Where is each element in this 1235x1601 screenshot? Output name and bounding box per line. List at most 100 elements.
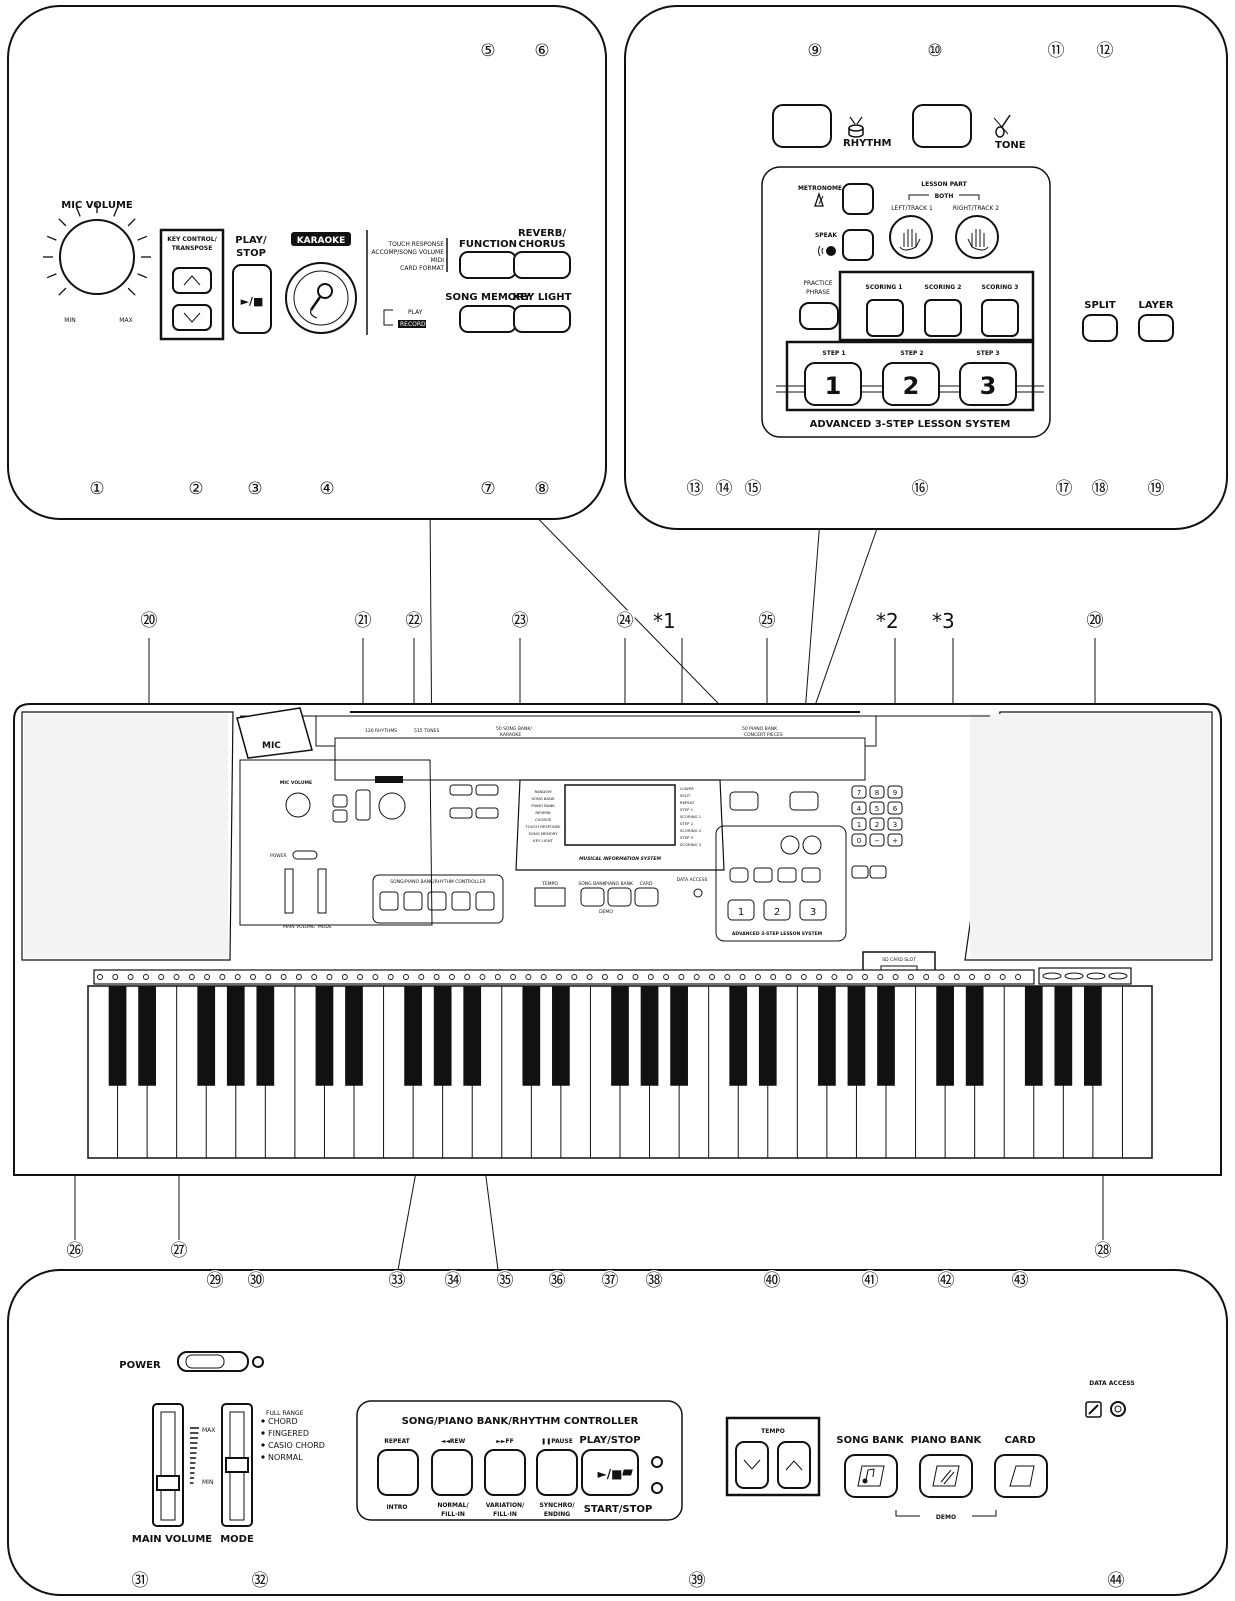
variation-fill-in-button[interactable] bbox=[484, 1449, 526, 1496]
step1-button[interactable] bbox=[804, 362, 862, 406]
power-switch-small[interactable] bbox=[292, 850, 318, 860]
function-button[interactable] bbox=[459, 251, 517, 279]
practice-phrase-button[interactable] bbox=[799, 302, 839, 330]
piano-bank-small[interactable] bbox=[607, 887, 632, 907]
keypad-key[interactable] bbox=[869, 817, 885, 831]
metronome-button[interactable] bbox=[842, 183, 874, 215]
right-hand-button[interactable] bbox=[955, 215, 999, 259]
key-light-button[interactable] bbox=[513, 305, 571, 333]
tone-small[interactable] bbox=[789, 791, 819, 811]
practice-small[interactable] bbox=[729, 867, 749, 883]
black-key[interactable] bbox=[226, 986, 245, 1086]
main-volume-slider-small[interactable] bbox=[284, 868, 294, 914]
karaoke-small[interactable] bbox=[378, 792, 406, 820]
song-bank-button[interactable] bbox=[844, 1454, 898, 1498]
scoring2-button[interactable] bbox=[924, 299, 962, 337]
mic-volume-knob-small[interactable] bbox=[285, 792, 311, 818]
black-key[interactable] bbox=[256, 986, 275, 1086]
card-small[interactable] bbox=[634, 887, 659, 907]
split-small[interactable] bbox=[851, 865, 869, 879]
step3-button[interactable] bbox=[959, 362, 1017, 406]
tone-button[interactable] bbox=[912, 104, 972, 148]
controller-button-small[interactable] bbox=[403, 891, 423, 911]
black-key[interactable] bbox=[611, 986, 629, 1086]
black-key[interactable] bbox=[197, 986, 216, 1086]
main-volume-knob[interactable] bbox=[156, 1475, 180, 1491]
black-key[interactable] bbox=[729, 986, 748, 1086]
controller-button-small[interactable] bbox=[451, 891, 471, 911]
keypad-key[interactable] bbox=[869, 801, 885, 815]
controller-button-small[interactable] bbox=[379, 891, 399, 911]
black-key[interactable] bbox=[758, 986, 777, 1086]
black-key[interactable] bbox=[522, 986, 541, 1086]
scoring3-button[interactable] bbox=[981, 299, 1019, 337]
black-key[interactable] bbox=[670, 986, 688, 1086]
black-key[interactable] bbox=[138, 986, 156, 1086]
layer-small[interactable] bbox=[869, 865, 887, 879]
start-stop-button[interactable] bbox=[581, 1449, 639, 1496]
step2-small[interactable] bbox=[763, 899, 791, 921]
keypad-key[interactable] bbox=[887, 801, 903, 815]
intro-repeat-button[interactable] bbox=[377, 1449, 419, 1496]
black-key[interactable] bbox=[552, 986, 570, 1086]
mode-switch-small[interactable] bbox=[317, 868, 327, 914]
play-stop-small[interactable] bbox=[355, 789, 371, 821]
layer-button[interactable] bbox=[1138, 314, 1174, 342]
black-key[interactable] bbox=[1084, 986, 1102, 1086]
rhythm-small[interactable] bbox=[729, 791, 759, 811]
normal-fill-in-button[interactable] bbox=[431, 1449, 473, 1496]
step2-button[interactable] bbox=[882, 362, 940, 406]
speak-button[interactable] bbox=[842, 229, 874, 261]
keypad-key[interactable] bbox=[869, 833, 885, 847]
synchro-ending-button[interactable] bbox=[536, 1449, 578, 1496]
keypad-key[interactable] bbox=[851, 801, 867, 815]
karaoke-button[interactable] bbox=[285, 262, 357, 334]
keypad-key[interactable] bbox=[851, 833, 867, 847]
black-key[interactable] bbox=[965, 986, 984, 1086]
black-key[interactable] bbox=[463, 986, 482, 1086]
keypad-key[interactable] bbox=[887, 833, 903, 847]
function-small[interactable] bbox=[449, 784, 473, 796]
black-key[interactable] bbox=[1054, 986, 1073, 1086]
mic-volume-knob[interactable] bbox=[59, 219, 135, 295]
mode-knob[interactable] bbox=[225, 1457, 249, 1473]
keypad-key[interactable] bbox=[887, 785, 903, 799]
transpose-down-small[interactable] bbox=[332, 809, 348, 823]
reverb-chorus-button[interactable] bbox=[513, 251, 571, 279]
right-hand-small[interactable] bbox=[802, 835, 822, 855]
song-bank-small[interactable] bbox=[580, 887, 605, 907]
keypad-key[interactable] bbox=[851, 817, 867, 831]
scoring1-button[interactable] bbox=[866, 299, 904, 337]
black-key[interactable] bbox=[345, 986, 363, 1086]
black-key[interactable] bbox=[818, 986, 836, 1086]
black-key[interactable] bbox=[847, 986, 866, 1086]
transpose-up-button[interactable] bbox=[172, 267, 212, 294]
left-hand-button[interactable] bbox=[889, 215, 933, 259]
play-stop-button[interactable] bbox=[232, 264, 272, 334]
reverb-small[interactable] bbox=[475, 784, 499, 796]
keypad-key[interactable] bbox=[887, 817, 903, 831]
transpose-up-small[interactable] bbox=[332, 794, 348, 808]
black-key[interactable] bbox=[877, 986, 895, 1086]
black-key[interactable] bbox=[108, 986, 127, 1086]
controller-button-small[interactable] bbox=[475, 891, 495, 911]
black-key[interactable] bbox=[404, 986, 422, 1086]
song-memory-small[interactable] bbox=[449, 807, 473, 819]
controller-button-small[interactable] bbox=[427, 891, 447, 911]
black-key[interactable] bbox=[315, 986, 334, 1086]
transpose-down-button[interactable] bbox=[172, 304, 212, 331]
left-hand-small[interactable] bbox=[780, 835, 800, 855]
keypad-key[interactable] bbox=[851, 785, 867, 799]
split-button[interactable] bbox=[1082, 314, 1118, 342]
black-key[interactable] bbox=[1024, 986, 1043, 1086]
rhythm-button[interactable] bbox=[772, 104, 832, 148]
song-memory-button[interactable] bbox=[459, 305, 517, 333]
key-light-small[interactable] bbox=[475, 807, 499, 819]
black-key[interactable] bbox=[936, 986, 954, 1086]
step1-small[interactable] bbox=[727, 899, 755, 921]
step3-small[interactable] bbox=[799, 899, 827, 921]
black-key[interactable] bbox=[640, 986, 659, 1086]
tempo-up-button[interactable] bbox=[777, 1441, 811, 1489]
card-button[interactable] bbox=[994, 1454, 1048, 1498]
tempo-down-button[interactable] bbox=[735, 1441, 769, 1489]
